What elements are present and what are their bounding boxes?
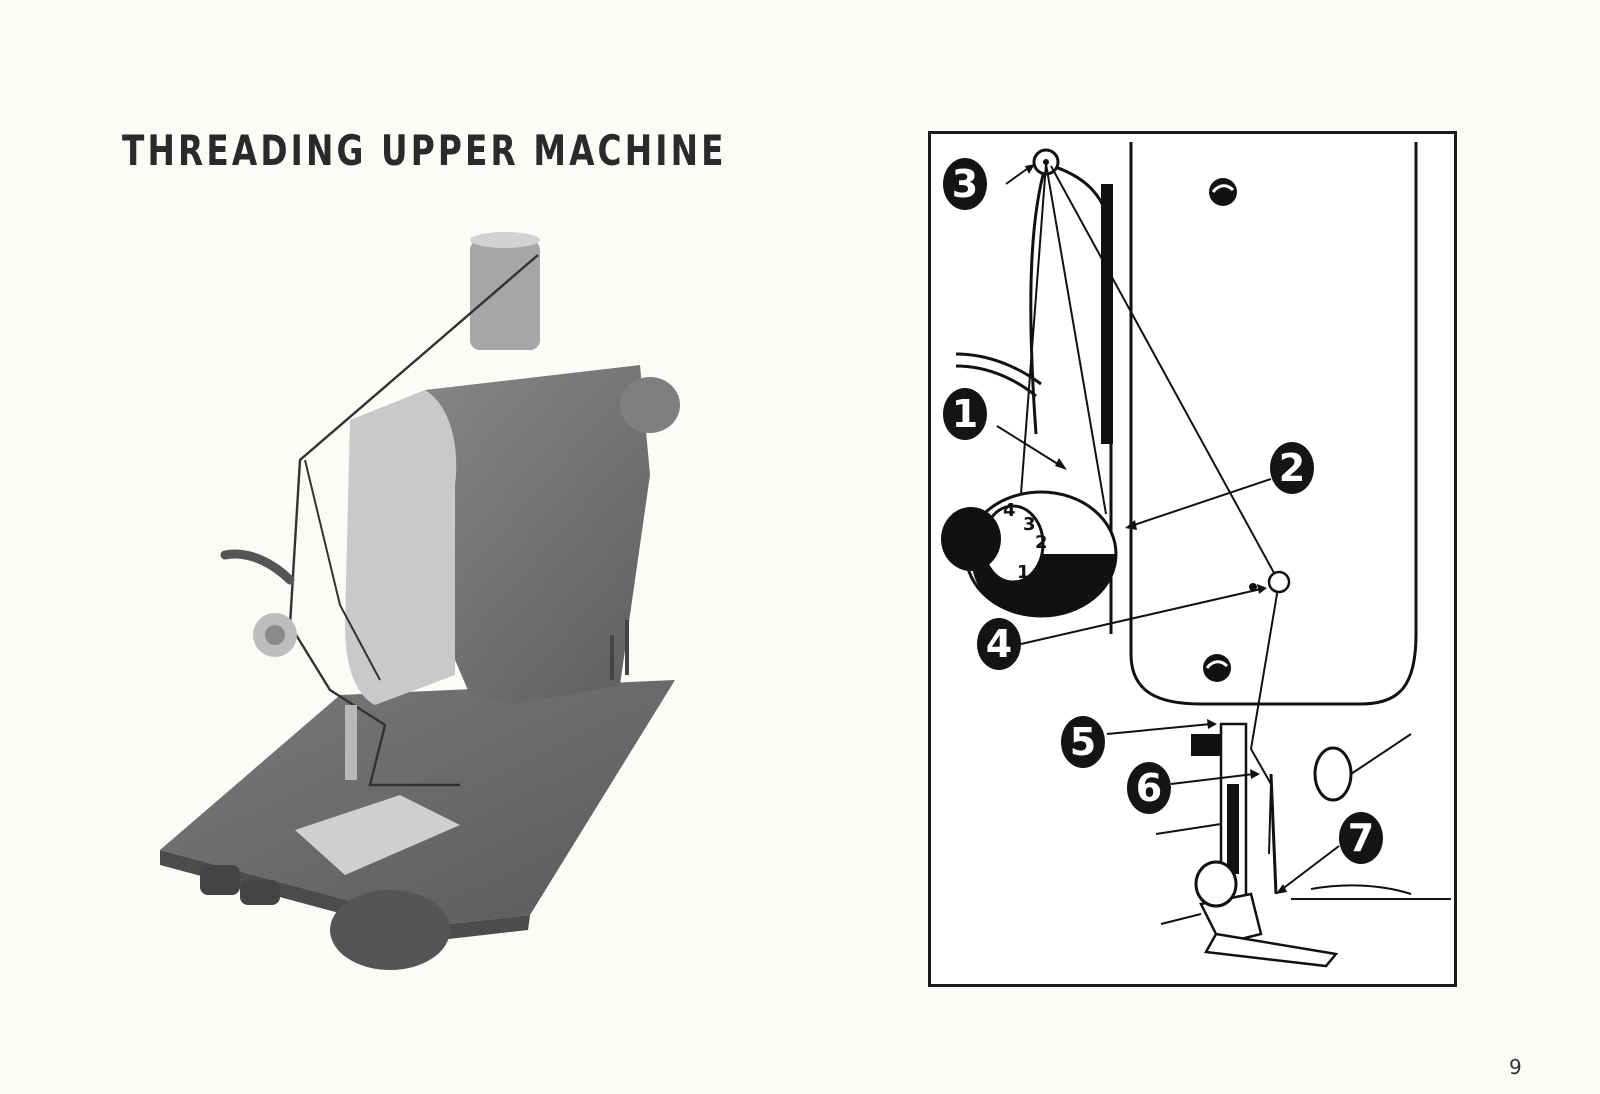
callout-5-label: 5 bbox=[1061, 716, 1105, 768]
page-number: 9 bbox=[1509, 1055, 1522, 1079]
callout-7-label: 7 bbox=[1339, 812, 1383, 864]
threading-diagram-drawing: 4 3 2 1 bbox=[941, 142, 1451, 968]
callout-3-label: 3 bbox=[943, 158, 987, 210]
dial-number-2: 2 bbox=[1035, 532, 1048, 553]
callout-2: 2 bbox=[1270, 442, 1318, 498]
callout-5: 5 bbox=[1061, 716, 1109, 772]
page-title: THREADING UPPER MACHINE bbox=[122, 126, 727, 175]
callout-4-label: 4 bbox=[977, 618, 1021, 670]
callout-6-label: 6 bbox=[1127, 762, 1171, 814]
sewing-machine-photo bbox=[160, 232, 680, 970]
dial-number-3: 3 bbox=[1023, 514, 1036, 535]
callout-1-label: 1 bbox=[943, 388, 987, 440]
callout-2-label: 2 bbox=[1270, 442, 1314, 494]
callout-6: 6 bbox=[1127, 762, 1175, 818]
callout-1: 1 bbox=[943, 388, 991, 444]
callout-3: 3 bbox=[943, 158, 991, 214]
callout-4: 4 bbox=[977, 618, 1025, 674]
dial-number-1: 1 bbox=[1017, 562, 1030, 583]
threading-diagram: 4 3 2 1 3 bbox=[928, 131, 1457, 987]
dial-number-4: 4 bbox=[1003, 500, 1016, 521]
callout-7: 7 bbox=[1339, 812, 1387, 868]
